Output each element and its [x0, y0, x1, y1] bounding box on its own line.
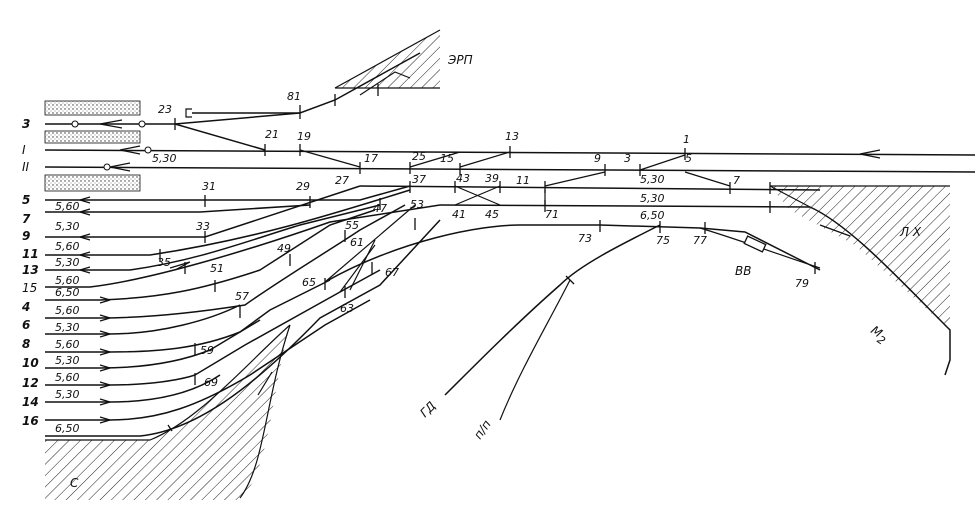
switch-33: 33	[196, 220, 210, 233]
label-pp: п/п	[471, 417, 494, 441]
track-num-11: 11	[22, 247, 39, 261]
switch-41: 41	[452, 208, 466, 221]
group1-tracks	[45, 185, 441, 288]
zone-label-lkh: Л Х	[899, 225, 922, 239]
cap-4: 6,50	[55, 286, 80, 299]
switch-17: 17	[364, 152, 378, 165]
switch-31: 31	[202, 180, 216, 193]
cap-6: 5,60	[55, 304, 80, 317]
switch-47: 47	[373, 202, 387, 215]
track-num-II: II	[22, 160, 30, 174]
zone-label-s: С	[70, 476, 79, 490]
group2-tracks	[45, 204, 441, 437]
label-m2: M2	[866, 323, 891, 348]
cap-11: 5,30	[55, 256, 80, 269]
switch-61: 61	[350, 236, 364, 249]
switch-77: 77	[693, 234, 707, 247]
erp-branch	[185, 52, 421, 119]
switch-5: 5	[685, 152, 692, 165]
switch-15: 15	[440, 152, 454, 165]
main-track-a	[359, 181, 821, 194]
switch-79: 79	[795, 277, 809, 290]
cap-12: 5,30	[55, 354, 80, 367]
track-num-I: I	[22, 143, 26, 157]
cap-track-2: 5,30	[152, 152, 177, 165]
switch-55: 55	[345, 219, 359, 232]
platform-1	[44, 100, 141, 116]
switch-11: 11	[516, 174, 530, 187]
switch-21: 21	[265, 128, 279, 141]
cap-main-a: 5,30	[640, 173, 665, 186]
cap-last: 6,50	[55, 422, 80, 435]
cap-main-b: 5,30	[640, 192, 665, 205]
platform-2	[44, 130, 141, 144]
switch-19: 19	[297, 130, 311, 143]
switch-73: 73	[578, 232, 592, 245]
cap-9: 5,60	[55, 240, 80, 253]
track-num-3: 3	[22, 117, 30, 131]
switch-3: 3	[624, 152, 631, 165]
switch-39: 39	[485, 172, 499, 185]
switch-53: 53	[410, 198, 424, 211]
label-vv: ВВ	[735, 264, 751, 278]
track-num-7: 7	[22, 212, 31, 226]
track-num-10: 10	[22, 356, 39, 370]
track-num-5: 5	[22, 193, 30, 207]
cap-main-c: 6,50	[640, 209, 665, 222]
switch-57: 57	[235, 290, 249, 303]
switch-51: 51	[210, 262, 224, 275]
main-track-b	[439, 185, 811, 213]
switch-23: 23	[158, 103, 172, 116]
track-num-9: 9	[22, 229, 30, 243]
switch-29: 29	[296, 180, 310, 193]
switch-67: 67	[385, 266, 399, 279]
track-num-12: 12	[22, 376, 39, 390]
switch-13: 13	[505, 130, 519, 143]
switch-75: 75	[656, 234, 670, 247]
switch-35: 35	[157, 256, 171, 269]
switch-7: 7	[733, 174, 740, 187]
track-num-8: 8	[22, 337, 30, 351]
gd-pp-branches	[444, 224, 661, 421]
track-num-16: 16	[22, 414, 39, 428]
switch-37: 37	[412, 173, 426, 186]
switch-71: 71	[545, 208, 559, 221]
platform-3	[44, 174, 141, 192]
switch-43: 43	[456, 172, 470, 185]
switch-65: 65	[302, 276, 316, 289]
switch-63: 63	[340, 302, 354, 315]
cap-14: 5,60	[55, 371, 80, 384]
switch-59: 59	[200, 344, 214, 357]
zone-erp	[334, 29, 441, 89]
switch-labels: 1 3 5 7 9 11 13 15 17 19 21 23 25 27 29 …	[157, 90, 809, 389]
track-II	[44, 162, 975, 176]
switch-25: 25	[412, 150, 426, 163]
switch-27: 27	[335, 174, 349, 187]
switch-69: 69	[204, 376, 218, 389]
cap-7: 5,30	[55, 220, 80, 233]
switch-45: 45	[485, 208, 499, 221]
track-num-14: 14	[22, 395, 39, 409]
crossovers-top	[299, 149, 731, 187]
cap-16: 5,30	[55, 388, 80, 401]
switch-49: 49	[277, 242, 291, 255]
track-3	[45, 112, 301, 151]
zone-lkh	[770, 185, 950, 330]
switch-1: 1	[683, 133, 690, 146]
switch-9: 9	[594, 152, 601, 165]
track-num-13: 13	[22, 263, 39, 277]
switch-81: 81	[287, 90, 301, 103]
zone-label-erp: ЭРП	[447, 53, 473, 67]
cap-8: 5,30	[55, 321, 80, 334]
label-gd: ГД	[417, 399, 438, 420]
track-num-6: 6	[22, 318, 30, 332]
cap-5: 5,60	[55, 200, 80, 213]
track-num-15: 15	[22, 281, 37, 295]
track-num-4: 4	[21, 300, 30, 314]
cap-13: 5,60	[55, 274, 80, 287]
cap-10: 5,60	[55, 338, 80, 351]
direction-arrows	[79, 196, 111, 424]
